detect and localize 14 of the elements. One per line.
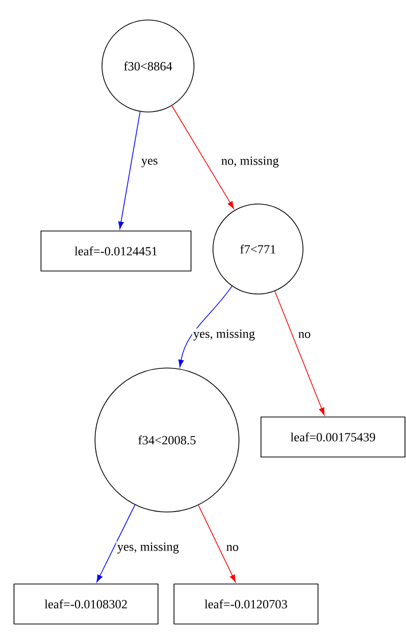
- arrow: [118, 111, 140, 230]
- arrow: [178, 286, 232, 368]
- edge-label: no, missing: [220, 156, 280, 168]
- edge-label: yes, missing: [116, 542, 180, 554]
- arrow: [198, 504, 236, 582]
- edge-label: yes, missing: [192, 328, 256, 342]
- arrow: [172, 105, 234, 209]
- leaf-box: leaf=-0.0120703: [174, 584, 318, 624]
- edge-label: yes: [140, 158, 159, 168]
- leaf-box: leaf=0.00175439: [260, 416, 406, 458]
- leaf-box: leaf=-0.0124451: [40, 230, 192, 272]
- arrow: [96, 504, 136, 582]
- leaf-box: leaf=-0.0108302: [14, 584, 158, 624]
- arrow: [274, 290, 325, 416]
